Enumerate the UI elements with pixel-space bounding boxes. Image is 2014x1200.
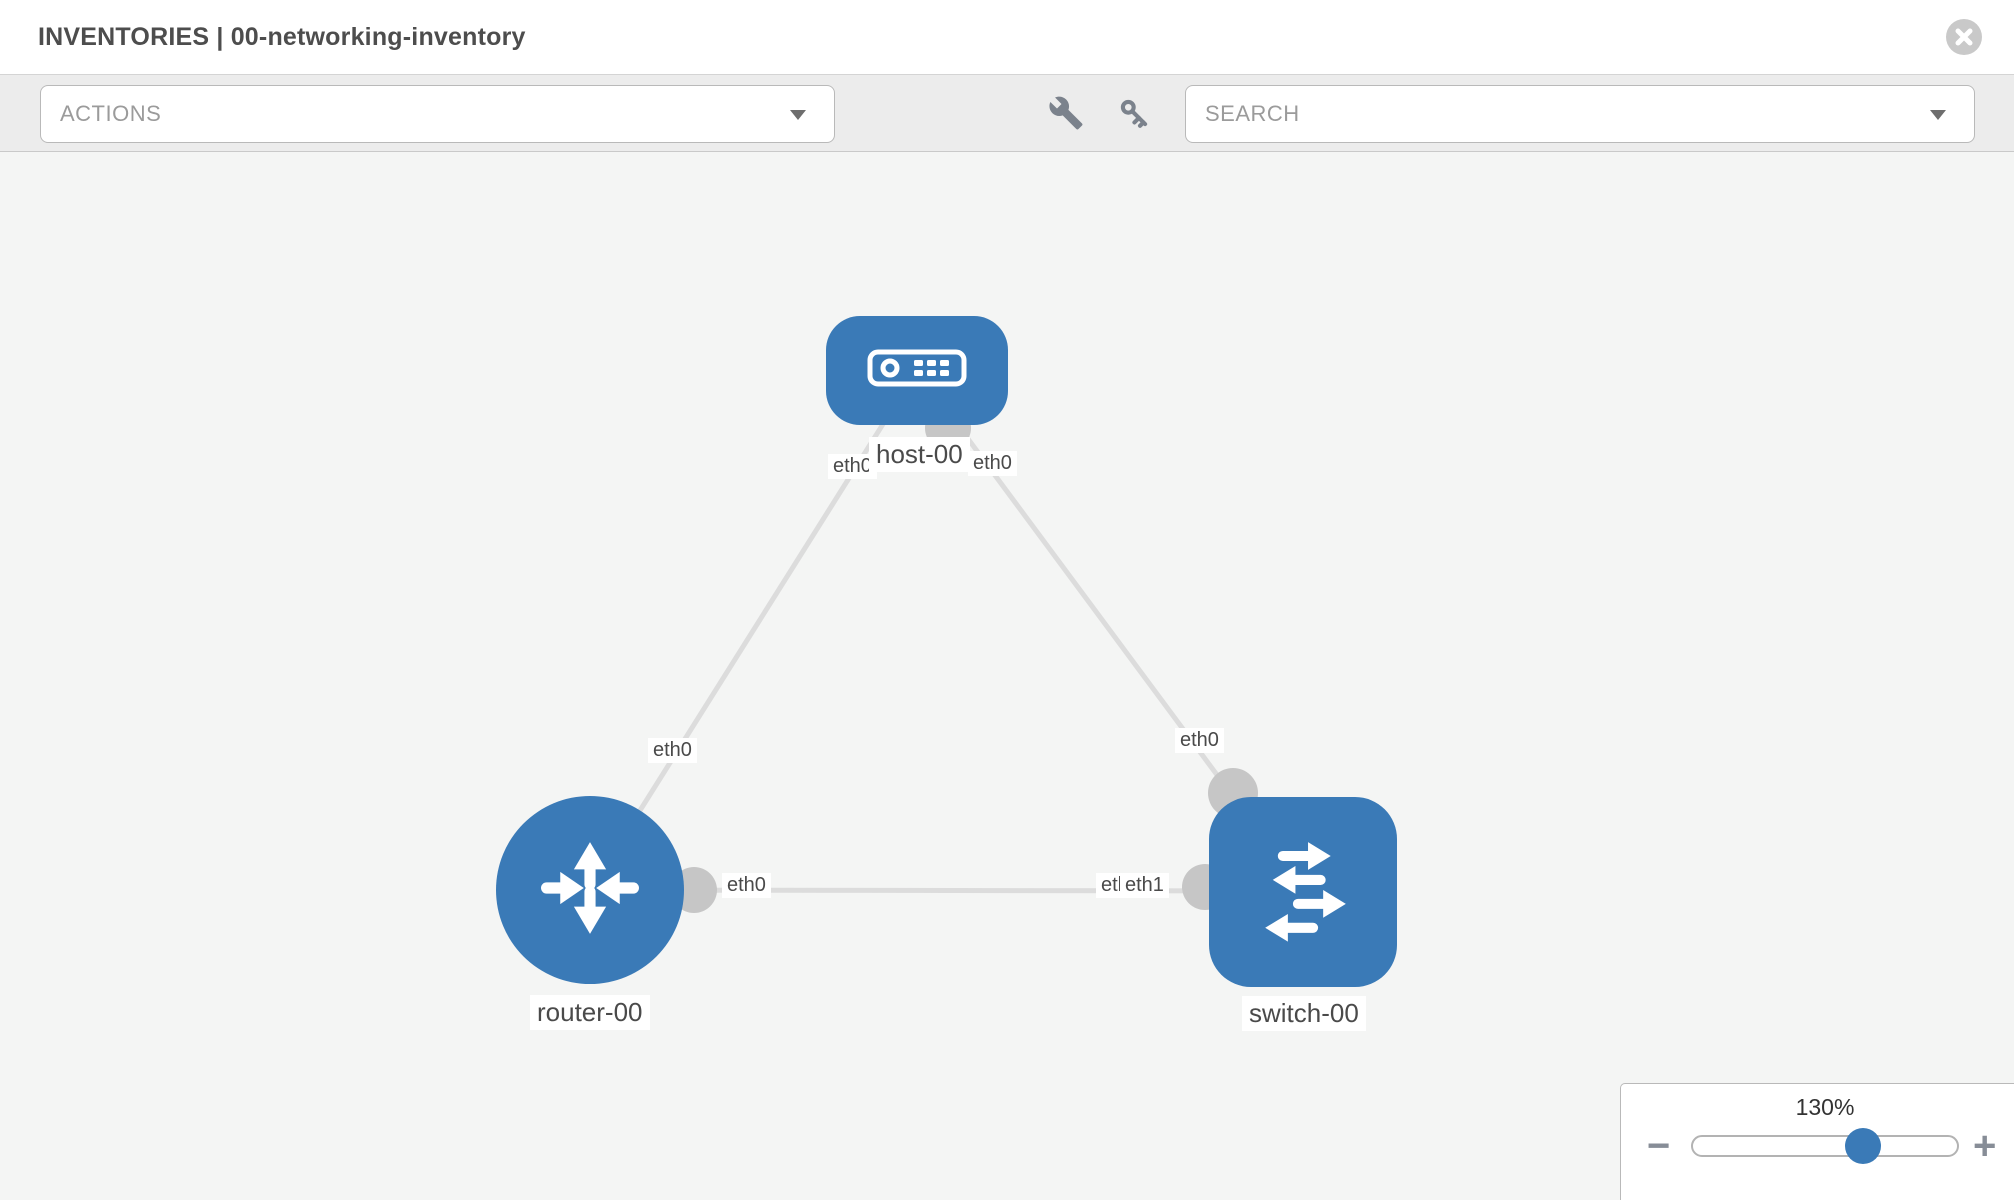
zoom-slider-handle[interactable] bbox=[1845, 1128, 1881, 1164]
interface-label: eth1 bbox=[1120, 873, 1169, 898]
chevron-down-icon bbox=[790, 110, 806, 120]
interface-label: eth0 bbox=[648, 738, 697, 763]
topology-canvas[interactable]: eth0 host-00 eth0 eth0 eth0 eth0 eth0 et… bbox=[0, 152, 2014, 1200]
search-dropdown[interactable]: SEARCH bbox=[1185, 85, 1975, 143]
host-icon bbox=[867, 349, 967, 392]
interface-label: eth0 bbox=[722, 873, 771, 898]
title-bar: INVENTORIES | 00-networking-inventory bbox=[0, 0, 2014, 75]
zoom-in-button[interactable]: + bbox=[1973, 1124, 1997, 1168]
actions-dropdown[interactable]: ACTIONS bbox=[40, 85, 835, 143]
zoom-out-button[interactable]: − bbox=[1647, 1124, 1671, 1168]
close-button[interactable] bbox=[1946, 19, 1982, 55]
links-layer bbox=[587, 368, 1306, 913]
zoom-panel: 130% − + bbox=[1620, 1083, 2014, 1200]
node-label-router[interactable]: router-00 bbox=[530, 995, 650, 1030]
node-router[interactable] bbox=[496, 796, 684, 984]
node-label-host[interactable]: host-00 bbox=[869, 437, 970, 472]
key-icon[interactable] bbox=[1116, 95, 1154, 138]
interface-label: eth0 bbox=[968, 451, 1017, 476]
toolbar: ACTIONS SEARCH bbox=[0, 75, 2014, 152]
interface-label: eth0 bbox=[828, 454, 877, 479]
node-host[interactable] bbox=[826, 316, 1008, 425]
chevron-down-icon bbox=[1930, 110, 1946, 120]
switch-icon bbox=[1240, 827, 1366, 958]
zoom-level: 130% bbox=[1795, 1094, 1855, 1120]
node-switch[interactable] bbox=[1209, 797, 1397, 987]
router-icon bbox=[528, 826, 652, 955]
page-title: INVENTORIES | 00-networking-inventory bbox=[38, 23, 526, 51]
actions-dropdown-label: ACTIONS bbox=[60, 101, 162, 126]
node-label-switch[interactable]: switch-00 bbox=[1242, 996, 1366, 1031]
zoom-slider-track[interactable] bbox=[1691, 1135, 1959, 1157]
wrench-icon[interactable] bbox=[1048, 95, 1084, 136]
interface-label: eth0 bbox=[1175, 728, 1224, 753]
search-dropdown-label: SEARCH bbox=[1205, 101, 1300, 126]
